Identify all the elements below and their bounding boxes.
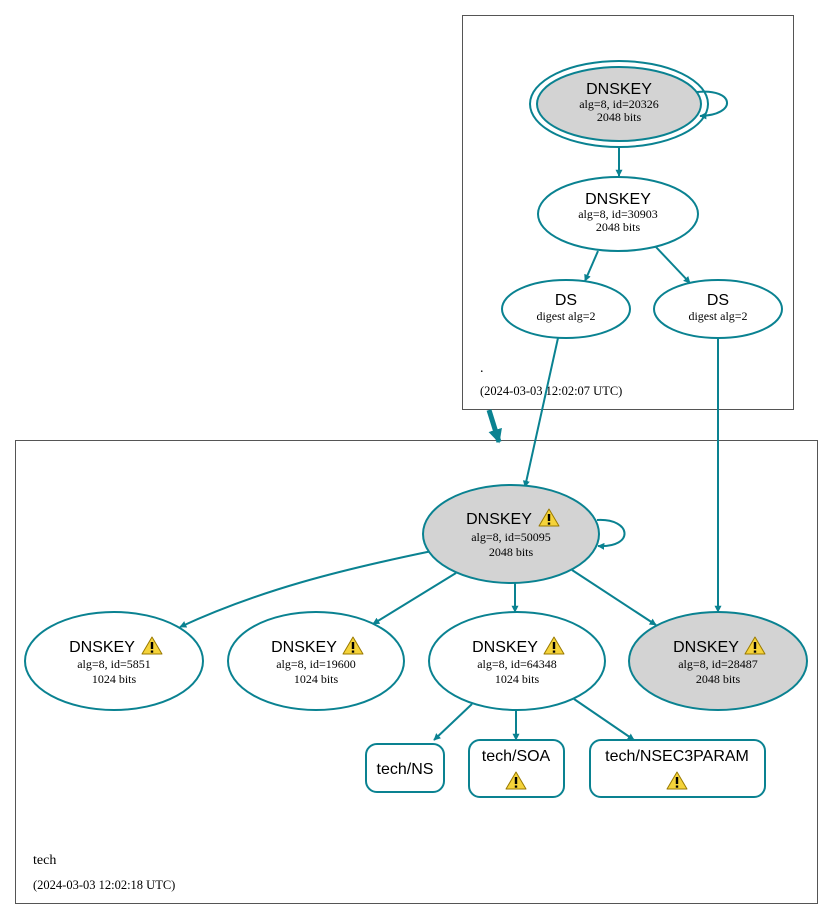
node-tech-dnskey-5851[interactable]: DNSKEY alg=8, id=5851 1024 bits <box>24 611 204 711</box>
node-tech-ksk[interactable]: DNSKEY alg=8, id=50095 2048 bits <box>422 484 600 584</box>
edge-zone-delegation <box>486 409 502 444</box>
node-rr-nsec3param[interactable]: tech/NSEC3PARAM <box>589 739 766 798</box>
edge-tech-ksk-to-19600 <box>372 572 457 625</box>
node-detail: alg=8, id=30903 <box>578 207 658 221</box>
zone-root: . (2024-03-03 12:02:07 UTC) <box>462 15 794 410</box>
node-title: tech/SOA <box>482 748 551 765</box>
node-tech-dnskey-64348[interactable]: DNSKEY alg=8, id=64348 1024 bits <box>428 611 606 711</box>
node-detail: 2048 bits <box>596 220 641 234</box>
edge-64348-to-ns <box>433 703 473 741</box>
edge-tech-ksk-self <box>596 518 626 550</box>
zone-root-name: . <box>480 361 484 376</box>
node-detail: alg=8, id=20326 <box>579 97 659 111</box>
node-detail: alg=8, id=64348 <box>477 657 557 671</box>
edge-ds-a-to-tech-ksk <box>522 337 559 488</box>
zone-root-border <box>462 15 794 410</box>
edge-tech-ksk-to-28487 <box>571 569 657 626</box>
node-title: DS <box>707 292 729 309</box>
node-detail: 2048 bits <box>489 545 534 559</box>
node-title: tech/NS <box>377 761 434 778</box>
node-detail: digest alg=2 <box>536 309 595 323</box>
node-title: DNSKEY <box>673 639 739 656</box>
node-title: DS <box>555 292 577 309</box>
zone-tech: tech (2024-03-03 12:02:18 UTC) <box>15 440 818 904</box>
edge-zsk-to-ds-b <box>654 245 691 284</box>
node-detail: 1024 bits <box>92 672 137 686</box>
node-detail: digest alg=2 <box>688 309 747 323</box>
node-detail: 2048 bits <box>696 672 741 686</box>
node-title: DNSKEY <box>271 639 337 656</box>
zone-tech-border <box>15 440 818 904</box>
node-title: DNSKEY <box>586 81 652 98</box>
node-title: DNSKEY <box>466 511 532 528</box>
node-detail: alg=8, id=28487 <box>678 657 758 671</box>
edges <box>179 90 728 741</box>
zone-root-timestamp: (2024-03-03 12:02:07 UTC) <box>480 384 622 398</box>
node-ds-b[interactable]: DS digest alg=2 <box>653 279 783 339</box>
node-title: DNSKEY <box>585 191 651 208</box>
node-detail: 2048 bits <box>597 110 642 124</box>
node-title: tech/NSEC3PARAM <box>605 748 749 765</box>
edge-zsk-to-ds-a <box>584 250 599 282</box>
node-ds-a[interactable]: DS digest alg=2 <box>501 279 631 339</box>
node-detail: alg=8, id=19600 <box>276 657 356 671</box>
node-rr-ns[interactable]: tech/NS <box>365 743 445 793</box>
node-root-ksk[interactable]: DNSKEY alg=8, id=20326 2048 bits <box>529 60 709 148</box>
node-detail: alg=8, id=5851 <box>77 657 151 671</box>
node-title: DNSKEY <box>472 639 538 656</box>
node-rr-soa[interactable]: tech/SOA <box>468 739 565 798</box>
node-tech-dnskey-28487[interactable]: DNSKEY alg=8, id=28487 2048 bits <box>628 611 808 711</box>
node-tech-dnskey-19600[interactable]: DNSKEY alg=8, id=19600 1024 bits <box>227 611 405 711</box>
zone-tech-timestamp: (2024-03-03 12:02:18 UTC) <box>33 878 175 892</box>
edge-64348-to-nsec3param <box>573 698 635 741</box>
node-detail: 1024 bits <box>294 672 339 686</box>
node-detail: alg=8, id=50095 <box>471 530 551 544</box>
node-title: DNSKEY <box>69 639 135 656</box>
nodes: DNSKEY alg=8, id=20326 2048 bits DNSKEY … <box>24 60 808 798</box>
node-root-zsk[interactable]: DNSKEY alg=8, id=30903 2048 bits <box>537 176 699 252</box>
edge-root-ksk-self <box>696 90 728 120</box>
edge-tech-ksk-to-5851 <box>179 550 433 628</box>
zone-tech-name: tech <box>33 853 56 868</box>
node-detail: 1024 bits <box>495 672 540 686</box>
